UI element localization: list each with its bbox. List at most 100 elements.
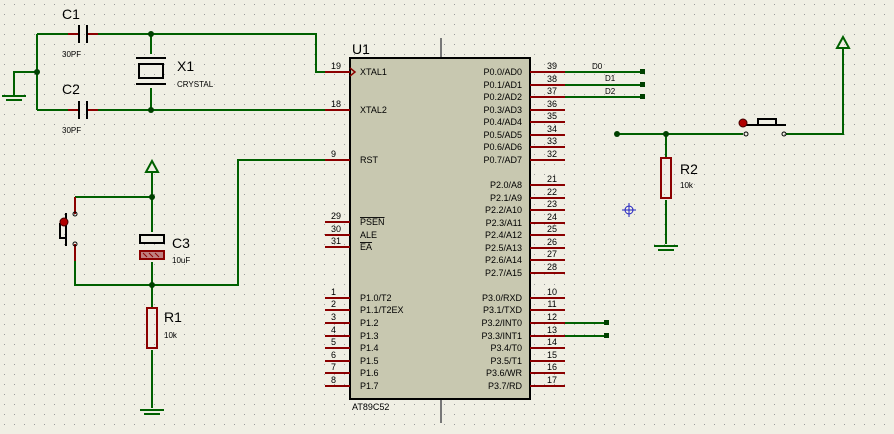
- chip-ref: U1: [352, 41, 370, 57]
- pin-name: P3.6/WR: [486, 368, 523, 378]
- r2-ref: R2: [680, 161, 698, 177]
- switch-actuator-icon[interactable]: [738, 118, 748, 128]
- chip-pin-left[interactable]: 2P1.1/T2EX: [325, 299, 404, 315]
- power-symbols: [144, 34, 851, 173]
- reset-pushbutton[interactable]: [59, 197, 78, 261]
- net-end: [640, 82, 645, 87]
- c2-value: 30PF: [62, 126, 81, 135]
- pin-number: 11: [547, 299, 556, 309]
- pin-number: 13: [547, 325, 557, 335]
- pin-number: 25: [547, 224, 557, 234]
- junction: [34, 69, 40, 75]
- capacitor-c3[interactable]: C3 10uF: [139, 234, 190, 265]
- pin-number: 39: [547, 61, 557, 71]
- chip-pin-left[interactable]: 3P1.2: [325, 312, 379, 328]
- chip-pin-left[interactable]: 5P1.4: [325, 337, 379, 353]
- pin-number: 22: [547, 187, 557, 197]
- pin-number: 30: [331, 224, 341, 234]
- pin-number: 38: [547, 74, 557, 84]
- pin-name: P3.2/INT0: [481, 318, 522, 328]
- resistor-r2[interactable]: R2 10k: [660, 157, 698, 199]
- chip-pin-left[interactable]: 8P1.7: [325, 375, 379, 391]
- junction: [148, 107, 154, 113]
- resistor-r1[interactable]: R1 10k: [146, 307, 182, 349]
- c2-ref: C2: [62, 81, 80, 97]
- c1-value: 30PF: [62, 50, 81, 59]
- junctions: [34, 31, 669, 338]
- pin-number: 5: [331, 337, 336, 347]
- pin-name: P2.0/A8: [490, 180, 522, 190]
- junction: [148, 31, 154, 37]
- pin-name: P0.3/AD3: [483, 105, 522, 115]
- chip-pin-left[interactable]: 1P1.0/T2: [325, 287, 392, 303]
- junction: [663, 131, 669, 137]
- pin-number: 26: [547, 237, 557, 247]
- crystal-x1[interactable]: X1 CRYSTAL: [136, 57, 214, 89]
- pin-number: 19: [331, 61, 341, 71]
- pin-name: P0.7/AD7: [483, 155, 522, 165]
- pin-name: P1.2: [360, 318, 379, 328]
- crosshair-marker-icon: [622, 203, 636, 217]
- junction: [149, 282, 155, 288]
- pin-number: 3: [331, 312, 336, 322]
- pin-name: P0.5/AD5: [483, 130, 522, 140]
- capacitor-c2[interactable]: C2 30PF: [62, 81, 98, 135]
- wire-sw-bot: [74, 159, 345, 286]
- pin-name: P2.6/A14: [485, 255, 522, 265]
- pin-number: 6: [331, 350, 336, 360]
- power-arrow-icon: [144, 158, 160, 173]
- switch-actuator-icon[interactable]: [59, 217, 69, 227]
- pin-number: 14: [547, 337, 557, 347]
- chip-pin-left[interactable]: 7P1.6: [325, 362, 379, 378]
- pushbutton-2[interactable]: [738, 118, 787, 137]
- chip-part: AT89C52: [352, 402, 389, 412]
- chip-pin-left[interactable]: 4P1.3: [325, 325, 379, 341]
- pin-number: 28: [547, 262, 557, 272]
- r2-value: 10k: [680, 181, 694, 190]
- x1-ref: X1: [177, 58, 194, 74]
- pin-number: 7: [331, 362, 336, 372]
- pin-name: P0.1/AD1: [483, 80, 522, 90]
- wire-cap-gnd: [13, 71, 37, 95]
- capacitor-c1[interactable]: C1 30PF: [62, 6, 98, 59]
- wires: [13, 33, 844, 408]
- net-end: [640, 94, 645, 99]
- net-end: [604, 333, 609, 338]
- pin-name: P1.0/T2: [360, 293, 392, 303]
- chip-pin-left[interactable]: 6P1.5: [325, 350, 379, 366]
- ground-icon: [2, 95, 26, 101]
- pin-number: 15: [547, 350, 557, 360]
- pin-name: P3.5/T1: [490, 356, 522, 366]
